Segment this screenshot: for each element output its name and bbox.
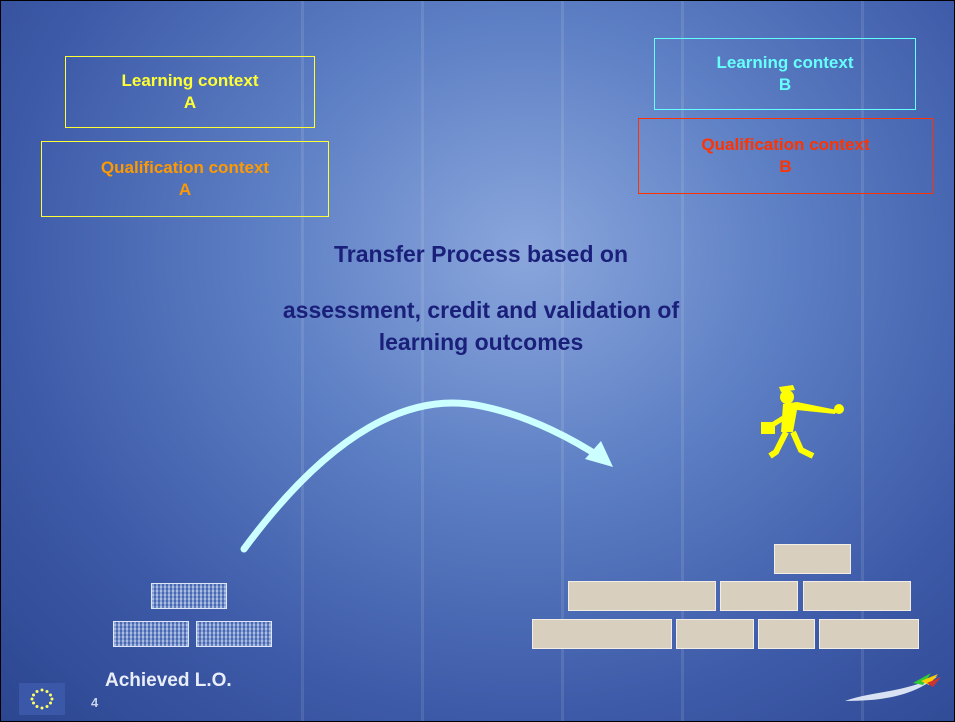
target-brick [532,619,672,649]
swoosh-logo-icon [845,673,941,701]
learning-context-a-line2: A [183,93,197,112]
learning-context-b-line1: Learning context [716,53,854,72]
target-brick [774,544,851,574]
learning-context-a-line1: Learning context [121,71,259,90]
qualification-context-b-line1: Qualification context [701,135,870,154]
bg-streak [681,1,684,721]
achieved-lo-label: Achieved L.O. [105,670,232,691]
qualification-context-b-line2: B [779,157,792,176]
target-brick [720,581,798,611]
bg-streak [421,1,424,721]
slide-number: 4 [91,695,99,710]
qualification-context-a-line2: A [178,180,192,199]
bg-streak [301,1,304,721]
learning-context-a-box: Learning context A [65,56,315,128]
eu-flag-icon [19,683,65,715]
learning-context-b-box: Learning context B [654,38,916,110]
qualification-context-b-box: Qualification context B [638,118,933,194]
qualification-context-a-line1: Qualification context [100,158,270,177]
target-brick [568,581,716,611]
target-brick [758,619,815,649]
bg-streak [861,1,864,721]
achieved-brick [113,621,189,647]
target-brick [676,619,754,649]
title-line-1: Transfer Process based on [333,241,628,267]
qualification-context-a-box: Qualification context A [41,141,329,217]
target-brick [803,581,911,611]
title-line-3: learning outcomes [378,329,584,355]
achieved-brick [196,621,272,647]
title-line-2: assessment, credit and validation of [282,297,680,323]
target-brick [819,619,919,649]
learning-context-b-line2: B [778,75,792,94]
walking-person-icon [761,385,844,459]
achieved-brick [151,583,227,609]
bg-streak [561,1,564,721]
